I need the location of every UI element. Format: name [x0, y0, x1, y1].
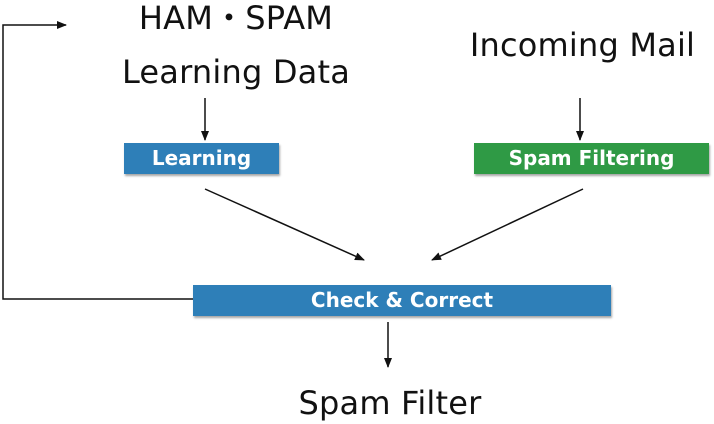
learning-box: Learning — [124, 143, 279, 174]
arrow-feedback-loop — [2, 21, 193, 300]
arrow-learning-to-check — [204, 188, 365, 261]
training-data-line1: HAM・SPAM — [138, 0, 334, 37]
training-data-line2: Learning Data — [121, 53, 351, 91]
spam-filtering-box: Spam Filtering — [474, 143, 709, 174]
check-correct-box: Check & Correct — [193, 285, 611, 316]
incoming-mail-label: Incoming Mail — [469, 26, 696, 64]
arrow-filtering-to-check — [431, 188, 584, 261]
spam-filter-label: Spam Filter — [298, 384, 482, 422]
